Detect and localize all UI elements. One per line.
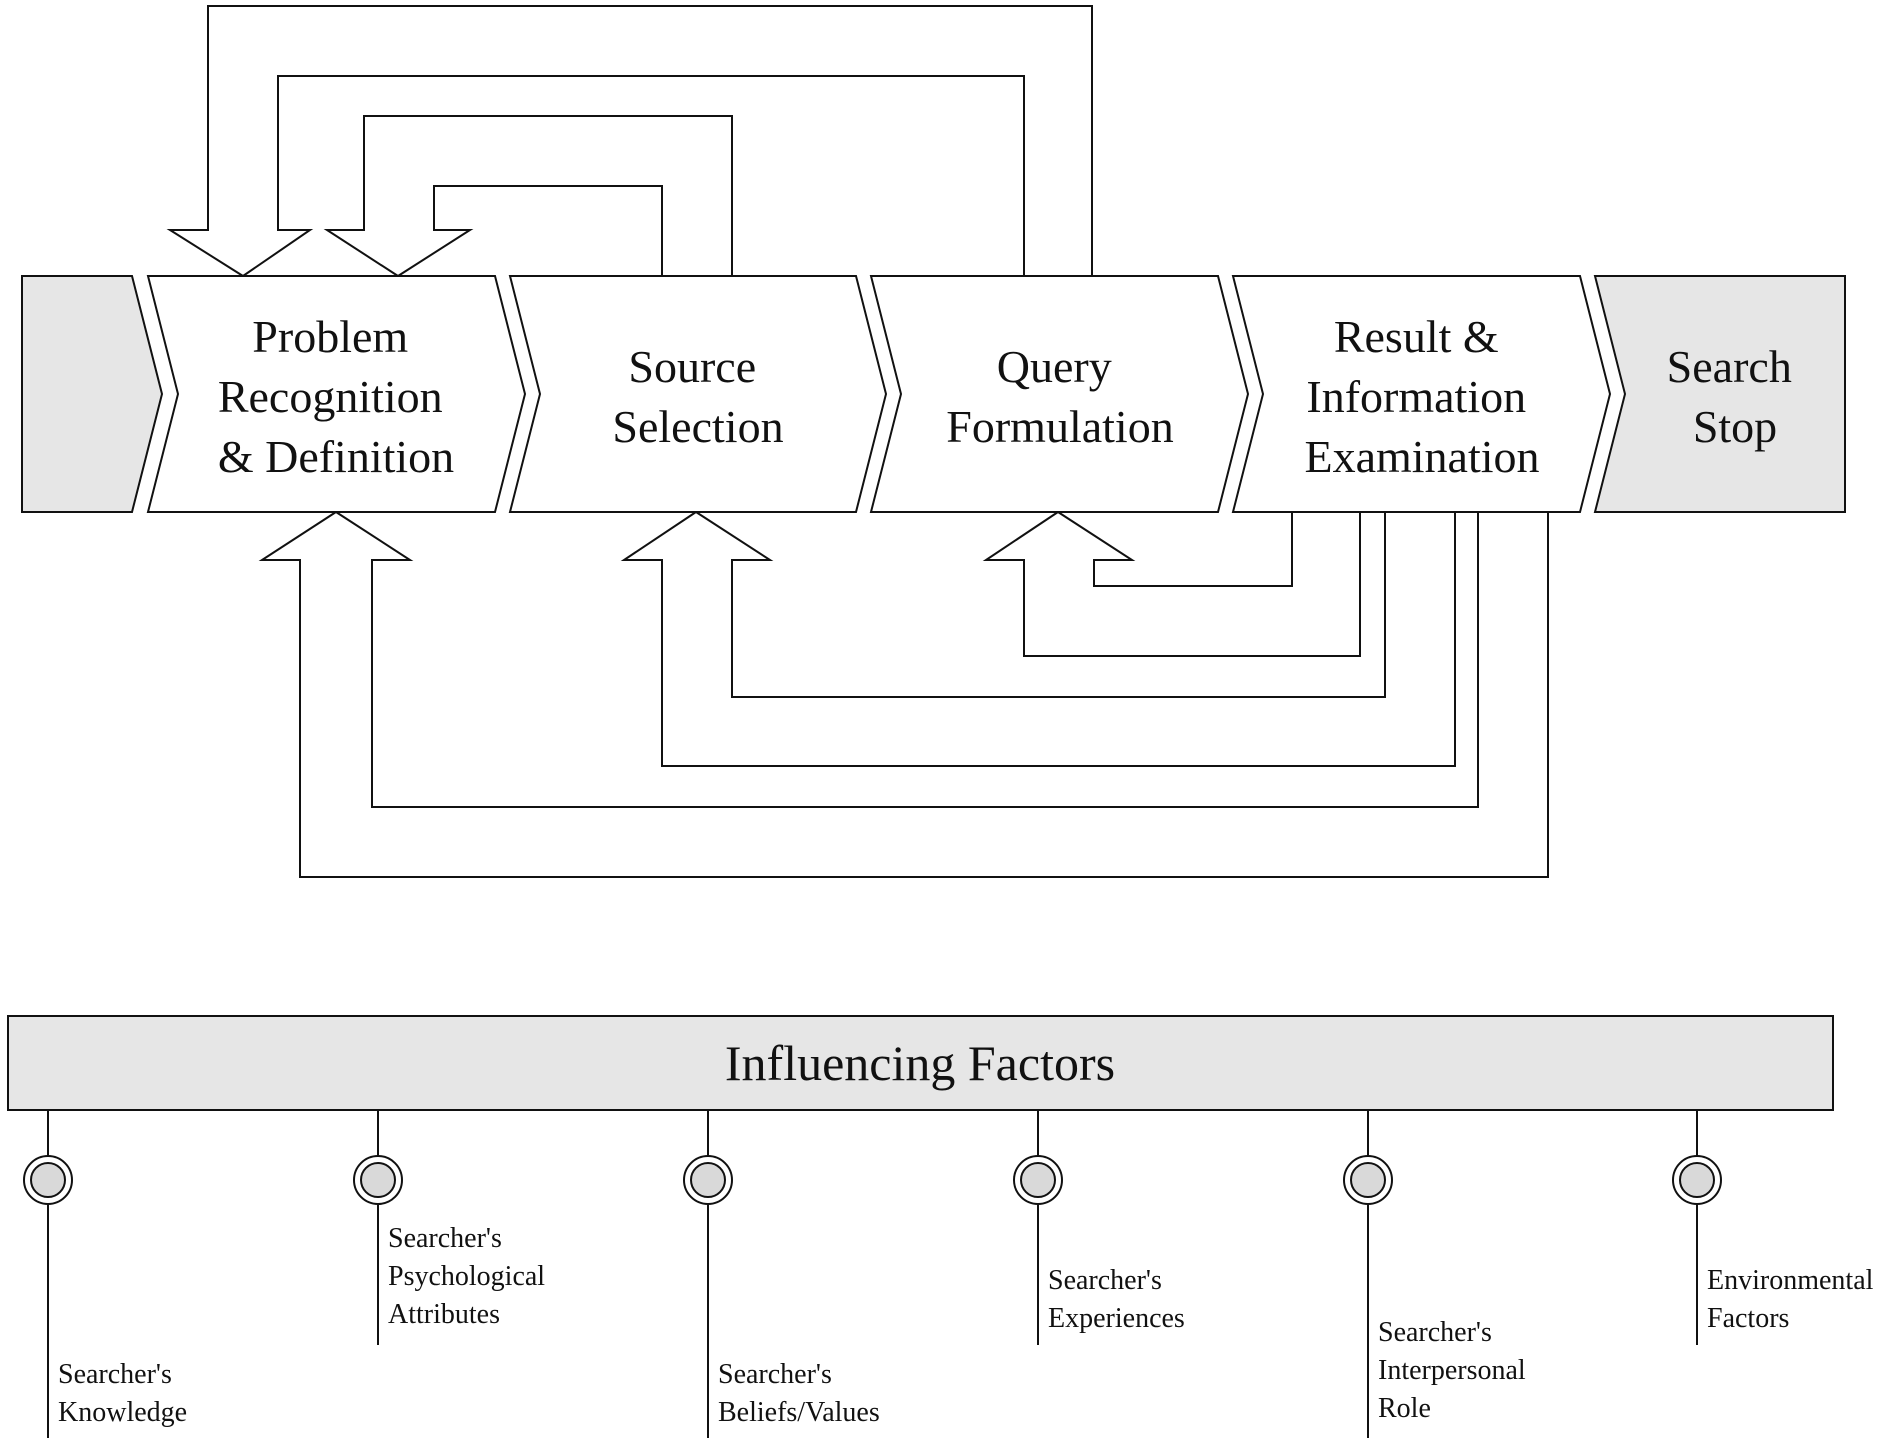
- stage-search-stop-label: Search Stop: [1667, 341, 1804, 452]
- banner-box: [7, 1015, 1834, 1111]
- stage-query-formulation-shape: [869, 275, 1250, 513]
- stage-result-examination-label: Result & Information Examination: [1304, 311, 1539, 482]
- stage-problem-recognition-shape: [146, 275, 527, 513]
- stage-labels: Problem Recognition & Definition Source …: [218, 311, 1804, 482]
- factor-beliefs-node-inner: [690, 1162, 726, 1198]
- stage-source-selection-shape: [508, 275, 888, 513]
- loop-result-to-source: [620, 510, 1456, 767]
- influencing-factors-banner: Influencing Factors: [7, 1015, 1834, 1111]
- loop-source-to-problem: [323, 115, 733, 278]
- factor-interpersonal-node-inner: [1350, 1162, 1386, 1198]
- factor-experiences-node-inner: [1020, 1162, 1056, 1198]
- factor-labels: Searcher's Knowledge Searcher's Psycholo…: [58, 1223, 1880, 1428]
- stage-result-examination-shape: [1231, 275, 1612, 513]
- factor-psychological-label: Searcher's Psychological Attributes: [388, 1223, 552, 1330]
- factor-experiences-label: Searcher's Experiences: [1048, 1265, 1185, 1334]
- factor-knowledge-node-inner: [30, 1162, 66, 1198]
- factor-interpersonal-label: Searcher's Interpersonal Role: [1378, 1317, 1533, 1424]
- loop-result-to-problem: [258, 510, 1549, 878]
- factor-environmental-label: Environmental Factors: [1707, 1265, 1880, 1334]
- stage-source-selection-label: Source Selection: [612, 341, 783, 452]
- top-feedback-loops: [166, 5, 1093, 278]
- factor-beliefs-label: Searcher's Beliefs/Values: [718, 1359, 880, 1428]
- banner-title: Influencing Factors: [725, 1035, 1115, 1091]
- stage-search-stop-shape: [1593, 275, 1846, 513]
- stage-start-shape: [21, 275, 164, 513]
- factor-knowledge-label: Searcher's Knowledge: [58, 1359, 187, 1428]
- factor-environmental-node-inner: [1679, 1162, 1715, 1198]
- stage-problem-recognition-label: Problem Recognition & Definition: [218, 311, 454, 482]
- factor-lines: [23, 1110, 1722, 1438]
- stage-query-formulation-label: Query Formulation: [946, 341, 1173, 452]
- loop-result-to-query: [982, 510, 1361, 657]
- bottom-feedback-loops: [258, 510, 1549, 878]
- factor-psychological-node-inner: [360, 1162, 396, 1198]
- loop-query-to-problem-outer: [166, 5, 1093, 278]
- process-stages: [21, 275, 1846, 513]
